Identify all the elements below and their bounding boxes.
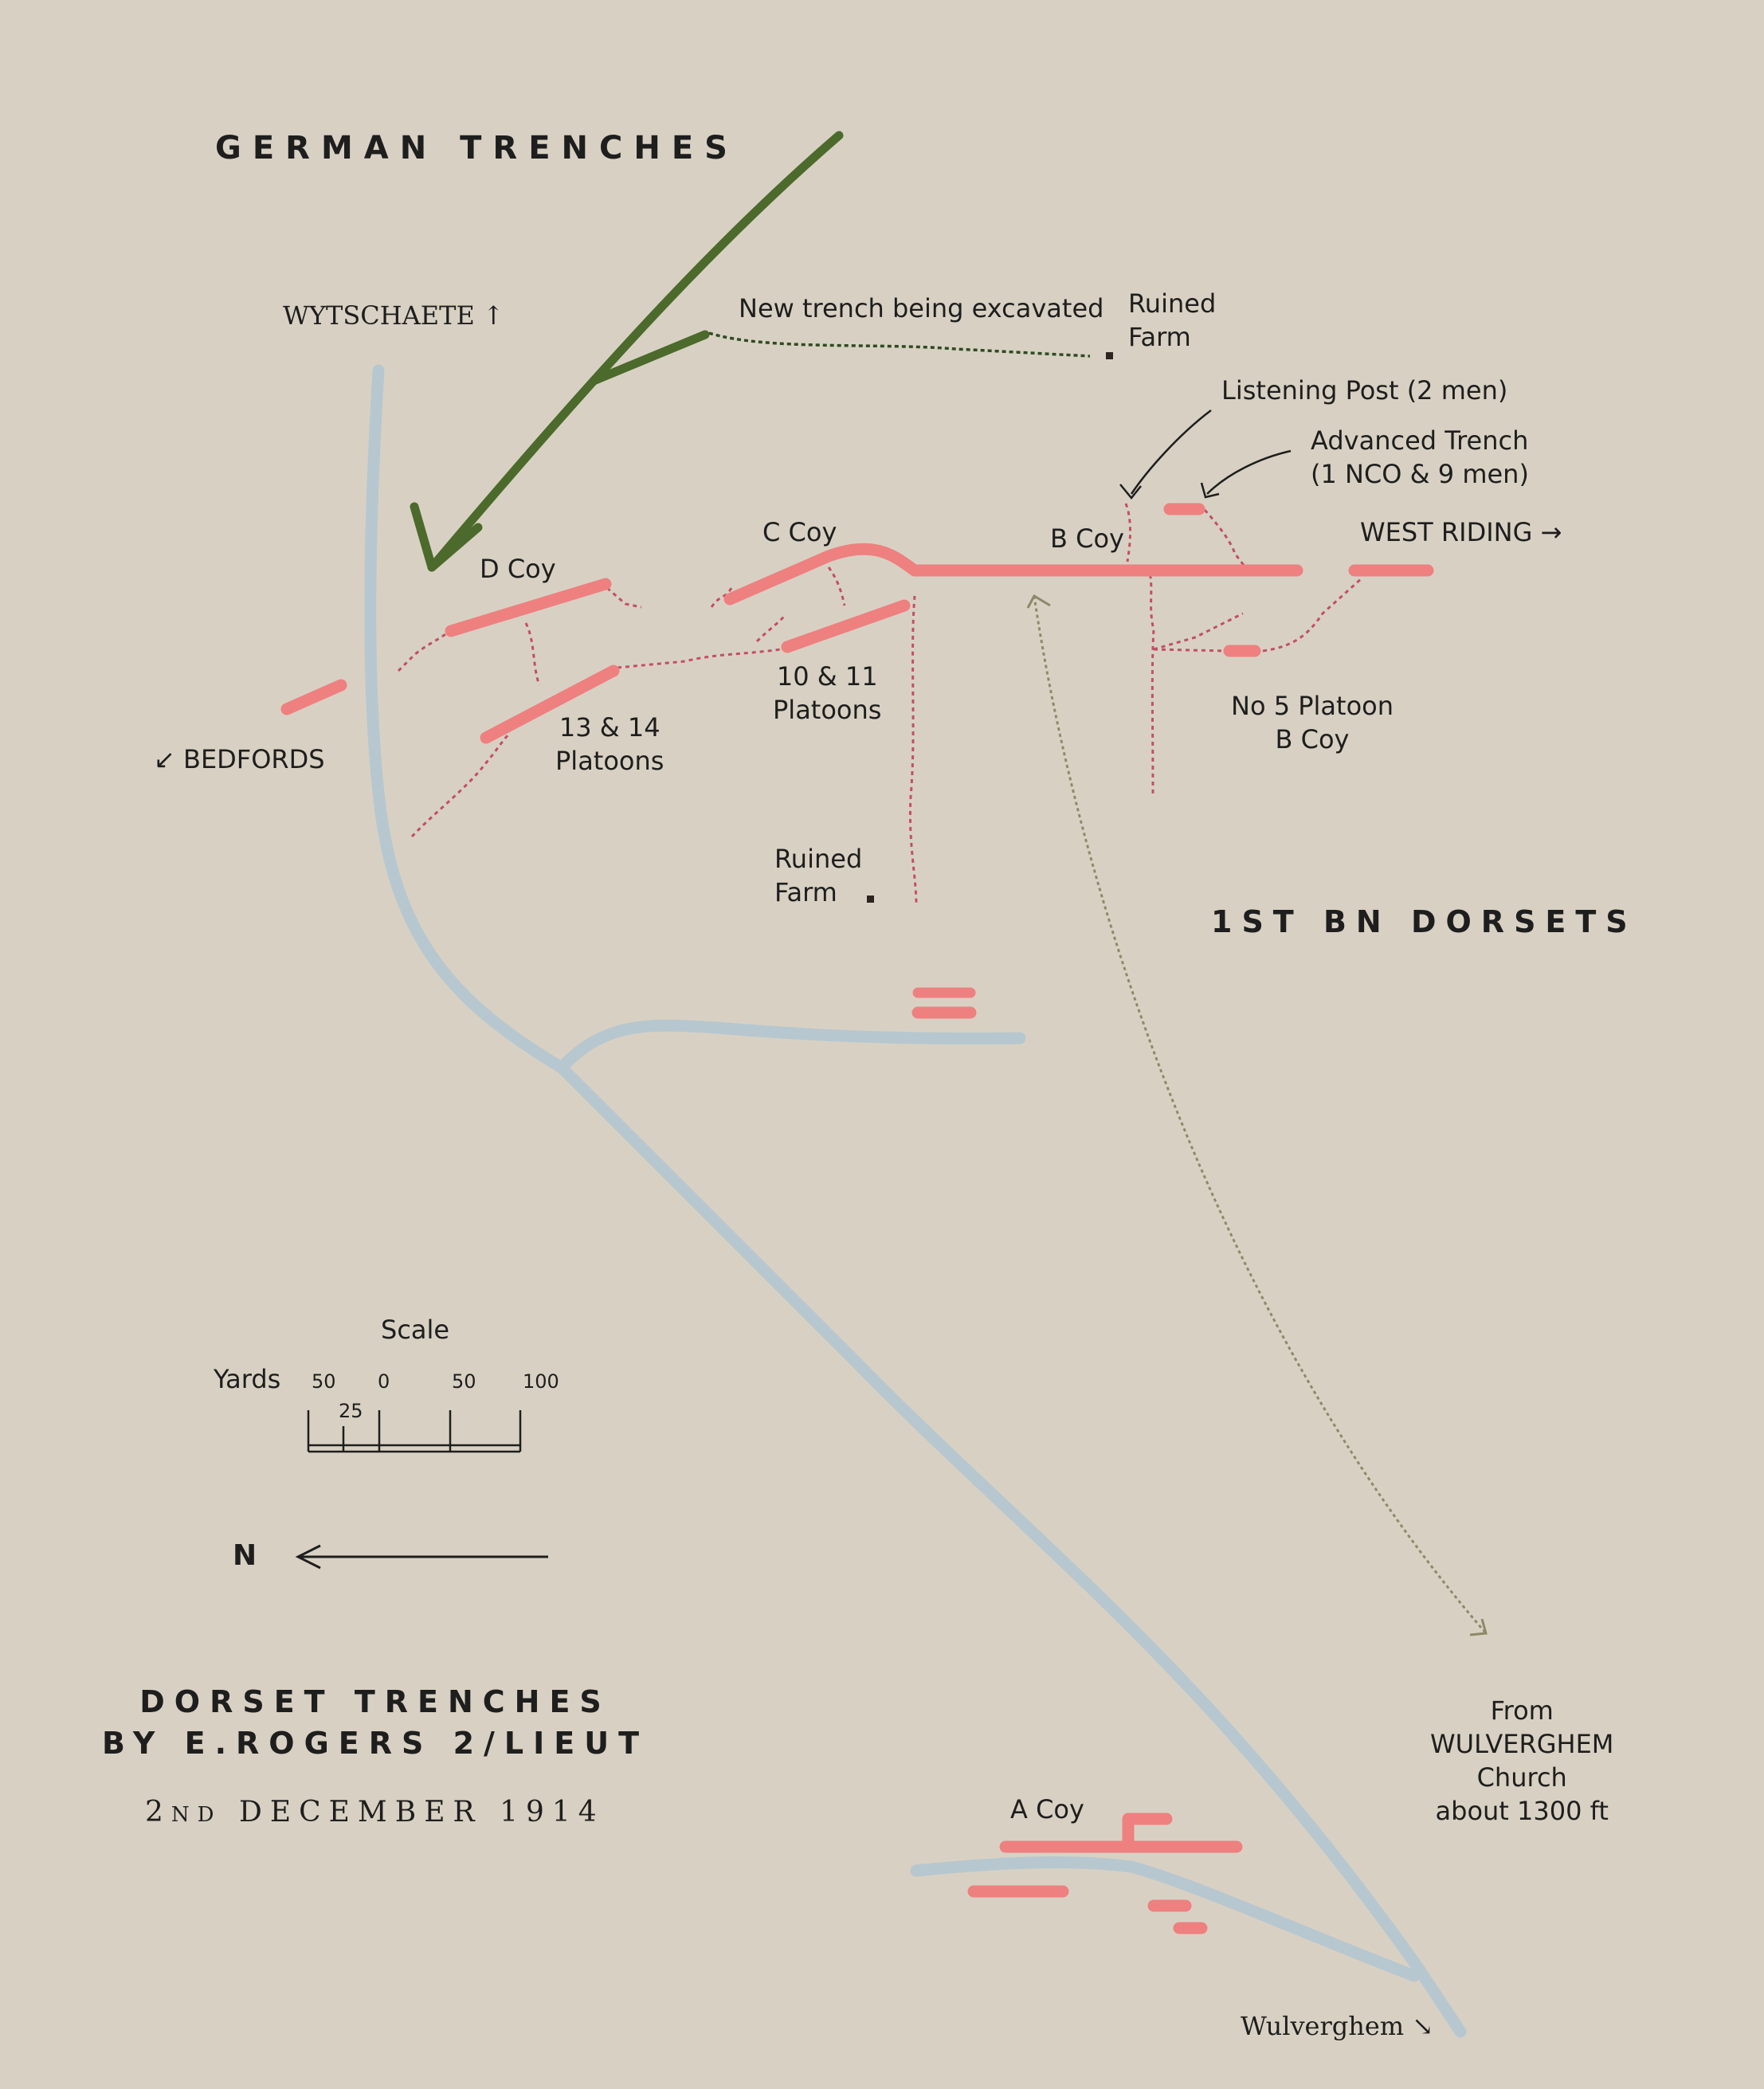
north-label: N	[233, 1539, 257, 1572]
annotation-leaders	[1119, 410, 1292, 500]
d-coy-label: D Coy	[480, 554, 556, 584]
date-day: 2	[145, 1796, 171, 1828]
date-ordinal: ND	[171, 1803, 222, 1827]
platoons-10-11-label: 10 & 11 Platoons	[773, 660, 881, 727]
communication-trenches	[397, 503, 1364, 905]
scale-tick-label: 50	[312, 1370, 336, 1393]
platoon-5-label: No 5 Platoon B Coy	[1231, 689, 1394, 756]
ruined-farm-label-1: Ruined Farm	[1128, 287, 1216, 354]
battalion-title: 1ST BN DORSETS	[1211, 904, 1637, 939]
wytschaete-text: WYTSCHAETE	[283, 300, 475, 331]
from-wulverghem-label: From WULVERGHEM Church about 1300 ft	[1430, 1694, 1613, 1828]
german-trenches-title: GERMAN TRENCHES	[215, 130, 739, 167]
advanced-trench-line1: Advanced Trench	[1311, 425, 1529, 456]
ruined-farm-marker-1	[1106, 352, 1113, 359]
wulverghem-label: Wulverghem ↘	[1241, 2009, 1433, 2043]
date-rest: DECEMBER 1914	[238, 1796, 605, 1828]
platoons-10-11-line1: 10 & 11	[776, 661, 878, 692]
map-title-line1: DORSET TRENCHES	[139, 1684, 611, 1719]
arrow-down-left-icon: ↙	[154, 744, 175, 774]
west-riding-label: WEST RIDING →	[1360, 515, 1562, 549]
from-line4: about 1300 ft	[1435, 1796, 1609, 1826]
ruined-farm-1-line1: Ruined	[1128, 288, 1217, 319]
map-date: 2ND DECEMBER 1914	[145, 1796, 605, 1832]
road-branch	[555, 1019, 1026, 1074]
wytschaete-label: WYTSCHAETE ↑	[283, 299, 504, 332]
north-arrow-icon	[295, 1544, 548, 1570]
west-riding-text: WEST RIDING	[1360, 517, 1533, 547]
scale-unit-label: Yards	[214, 1364, 281, 1394]
arrow-down-right-icon: ↘	[1412, 2011, 1434, 2041]
scale-minor-tick-label: 25	[339, 1400, 363, 1422]
german-attack-arrow	[410, 131, 844, 572]
a-coy-label: A Coy	[1010, 1794, 1084, 1824]
bedfords-text: BEDFORDS	[182, 744, 325, 774]
ruined-farm-2-line1: Ruined	[774, 844, 863, 874]
wulverghem-text: Wulverghem	[1241, 2011, 1405, 2041]
listening-post-label: Listening Post (2 men)	[1221, 375, 1508, 406]
scale-bar	[307, 1410, 522, 1453]
scale-tick-label: 100	[523, 1370, 559, 1393]
c-coy-label: C Coy	[762, 517, 837, 547]
from-line1: From	[1490, 1695, 1554, 1726]
scale-tick-label: 50	[452, 1370, 476, 1393]
b-coy-label: B Coy	[1050, 523, 1124, 554]
ruined-farm-label-2: Ruined Farm	[774, 842, 862, 909]
platoons-13-14-line1: 13 & 14	[559, 712, 661, 743]
platoons-10-11-line2: Platoons	[773, 695, 882, 725]
arrow-up-icon: ↑	[483, 300, 504, 331]
scale-title: Scale	[381, 1315, 450, 1345]
new-trench-line	[708, 331, 1091, 358]
advanced-trench-label: Advanced Trench (1 NCO & 9 men)	[1311, 424, 1529, 491]
bedfords-label: ↙ BEDFORDS	[154, 743, 325, 776]
ruined-farm-marker-2	[867, 896, 874, 903]
platoons-13-14-label: 13 & 14 Platoons	[555, 711, 664, 778]
ruined-farm-1-line2: Farm	[1128, 322, 1191, 352]
map-title: DORSET TRENCHES BY E.ROGERS 2/LIEUT	[102, 1681, 649, 1764]
from-line2: WULVERGHEM	[1430, 1729, 1614, 1759]
road-lower	[910, 1856, 1421, 1982]
ruined-farm-2-line2: Farm	[774, 877, 837, 907]
platoon-5-line2: B Coy	[1275, 724, 1350, 754]
dorset-trenches	[280, 503, 1434, 1934]
advanced-trench-line2: (1 NCO & 9 men)	[1311, 459, 1529, 489]
map-title-line2: BY E.ROGERS 2/LIEUT	[102, 1726, 649, 1761]
road-main	[364, 364, 1467, 2038]
distance-arrow	[1026, 594, 1488, 1636]
platoon-5-line1: No 5 Platoon	[1231, 691, 1394, 721]
new-trench-label: New trench being excavated	[739, 293, 1104, 323]
scale-tick-label: 0	[378, 1370, 390, 1393]
platoons-13-14-line2: Platoons	[555, 746, 664, 776]
from-line3: Church	[1476, 1762, 1567, 1793]
arrow-right-icon: →	[1540, 517, 1562, 547]
